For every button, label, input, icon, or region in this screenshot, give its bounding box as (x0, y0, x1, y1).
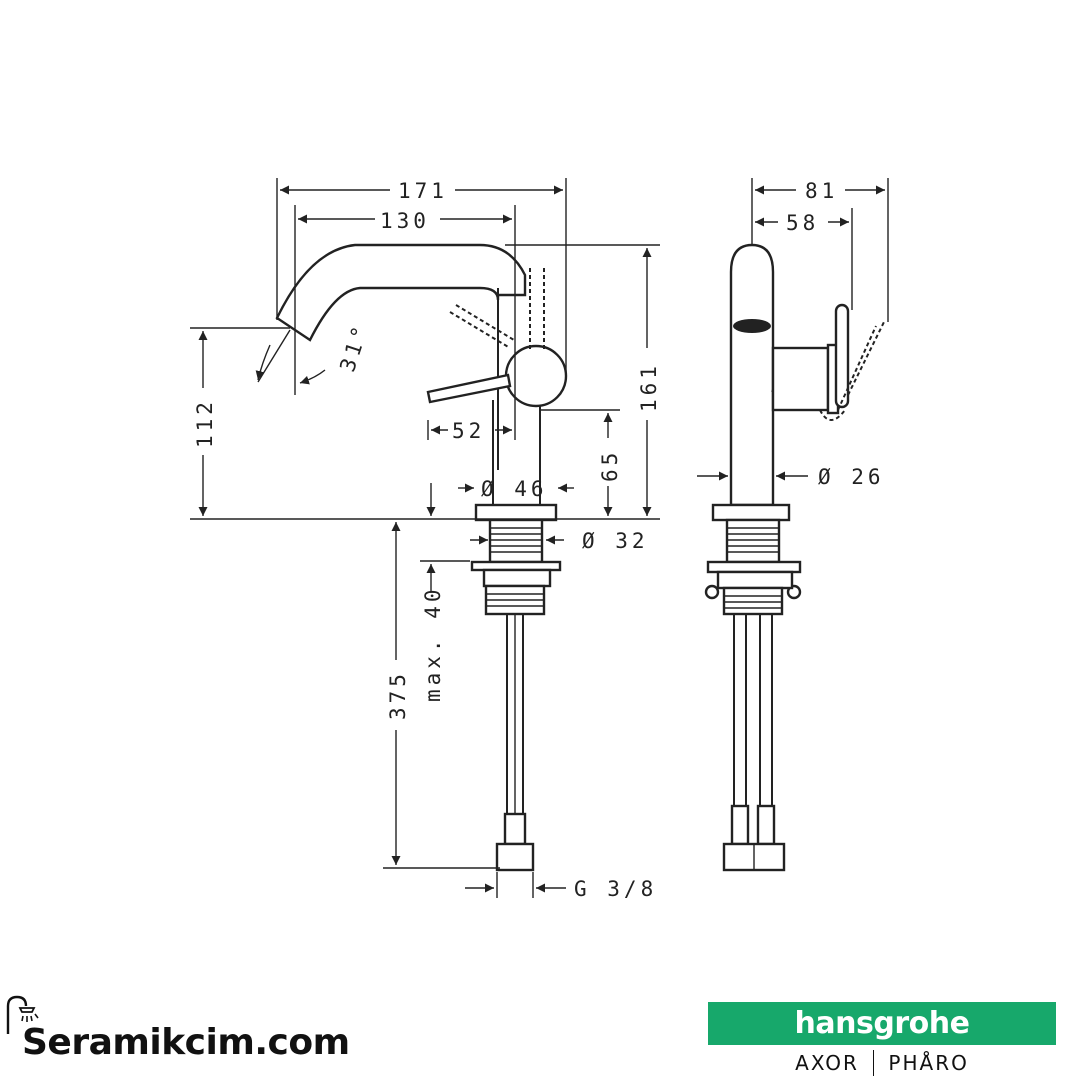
side-body (729, 243, 775, 507)
dim-161: 161 (637, 362, 661, 412)
sub-brand-pharo: PHÅRO (888, 1051, 969, 1075)
website-watermark: Seramikcim.com (22, 1022, 350, 1063)
sub-brand-axor: AXOR (795, 1051, 859, 1075)
side-dimensions: 81 58 Ø 26 (697, 178, 889, 489)
dim-31-degrees: 31° (335, 320, 373, 375)
sub-brand-divider (872, 1050, 875, 1076)
dim-65: 65 (598, 449, 622, 482)
brand-name: hansgrohe (794, 1006, 970, 1041)
spout (275, 243, 527, 342)
dim-112: 112 (193, 398, 217, 448)
dim-52: 52 (452, 419, 485, 443)
dim-g-3-8: G 3/8 (574, 877, 657, 901)
dim-81: 81 (805, 179, 838, 203)
base-plate (474, 503, 558, 522)
dim-diameter-32: Ø 32 (582, 529, 649, 553)
dim-diameter-26: Ø 26 (818, 465, 885, 489)
side-view (704, 243, 885, 872)
dim-diameter-46: Ø 46 (481, 477, 548, 501)
dim-375: 375 (386, 670, 410, 720)
front-dimensions: 171 130 31° 112 161 65 52 (190, 178, 661, 901)
dim-130: 130 (380, 209, 430, 233)
lever-arm (426, 373, 512, 404)
dim-max-40: max. 40 (421, 585, 445, 702)
front-view (275, 243, 568, 872)
hansgrohe-logo: hansgrohe (708, 1002, 1056, 1045)
dim-58: 58 (786, 211, 819, 235)
dim-171: 171 (398, 179, 448, 203)
sub-brand-line: AXOR PHÅRO (708, 1048, 1056, 1078)
shower-icon (6, 995, 39, 1034)
